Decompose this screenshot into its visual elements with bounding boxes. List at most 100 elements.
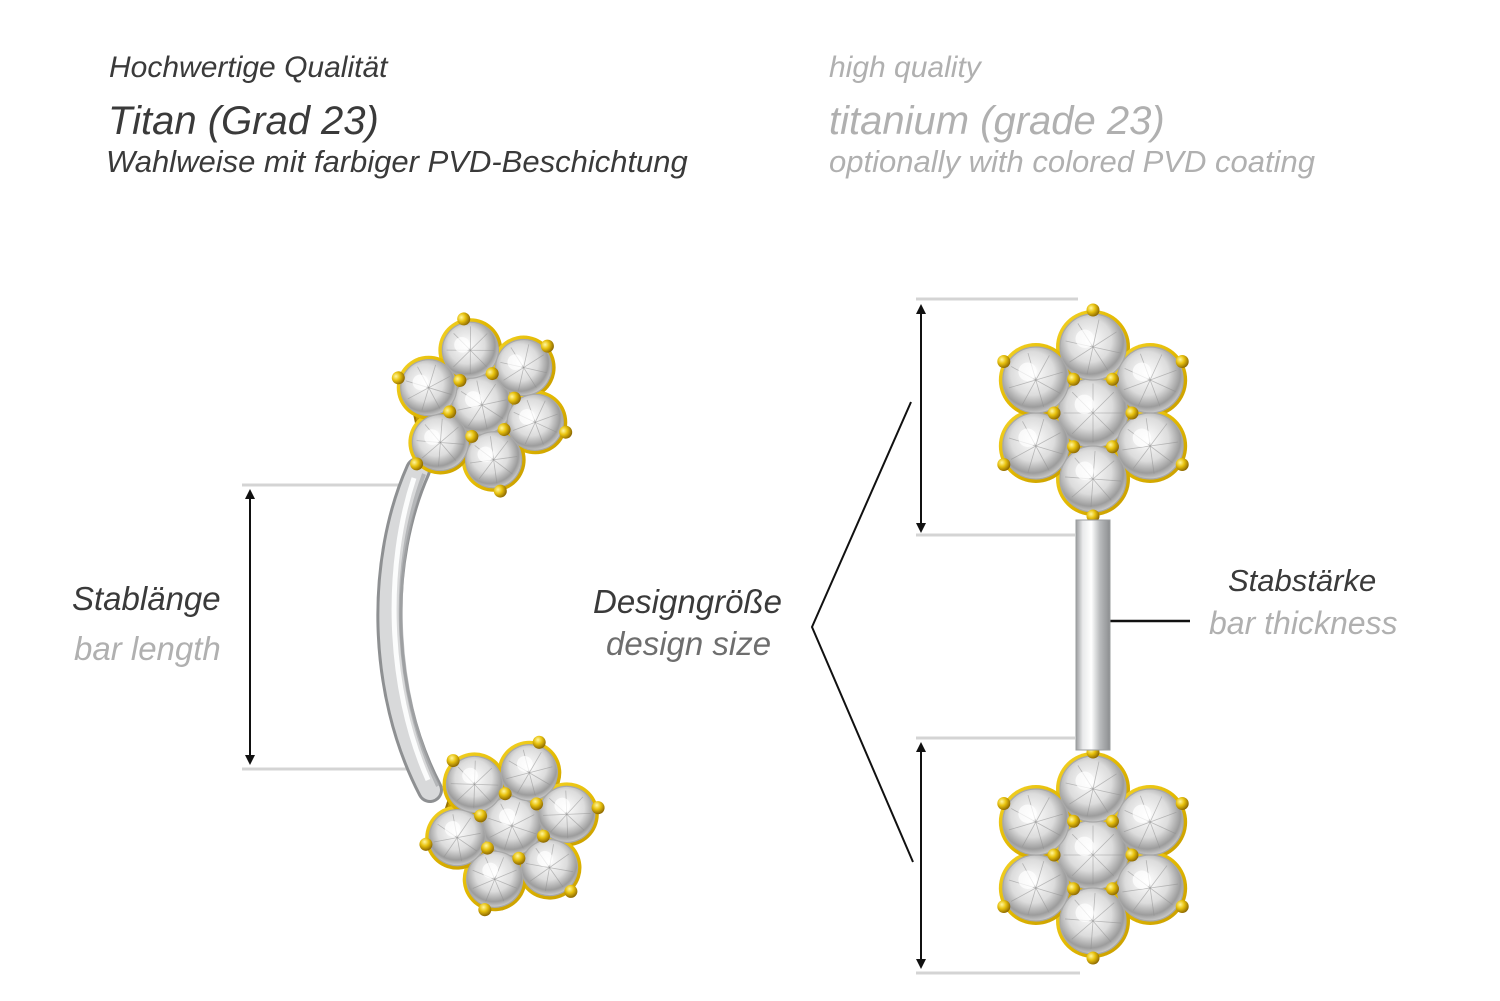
gem-facet: [1071, 920, 1094, 940]
gem-facet: [1035, 371, 1063, 381]
gem-facet: [469, 350, 471, 375]
prong-icon: [1175, 900, 1189, 913]
material-label-de: Titan (Grad 23): [108, 99, 379, 143]
gem-facet: [1138, 379, 1151, 406]
flower-top-right-icon: [997, 303, 1189, 523]
gem-facet: [1086, 788, 1094, 817]
prong-icon: [419, 837, 433, 851]
gem-facet: [439, 418, 443, 443]
gem-highlight: [444, 820, 461, 837]
prong-icon: [493, 484, 507, 498]
gem-highlight: [1018, 362, 1037, 381]
gem-facet: [1150, 883, 1178, 889]
gem-highlight: [1074, 836, 1095, 857]
gem-facet: [450, 783, 475, 785]
gem-facet: [506, 772, 530, 780]
gem-highlight: [516, 756, 533, 772]
prong-icon: [443, 405, 457, 419]
gem-facet: [1092, 412, 1115, 435]
gem-highlight: [1018, 804, 1037, 823]
gem-facet: [481, 404, 488, 430]
design-size-label-de: Designgröße: [593, 583, 782, 620]
gem-facet: [529, 867, 550, 882]
coating-label-en: optionally with colored PVD coating: [829, 144, 1315, 179]
gem-facet: [1035, 887, 1063, 897]
gem-facet: [535, 413, 558, 423]
gem-facet: [1149, 887, 1173, 906]
gem-facet: [1122, 887, 1151, 893]
prong-icon: [1105, 814, 1119, 828]
prong-icon: [457, 312, 471, 326]
gem-highlight: [1132, 804, 1152, 823]
prong-icon: [498, 787, 512, 801]
prong-icon: [997, 355, 1011, 368]
gem-highlight: [1132, 870, 1152, 889]
gem-facet: [511, 814, 535, 827]
coating-label-de: Wahlweise mit farbiger PVD-Beschichtung: [106, 144, 688, 179]
gem-highlight: [554, 797, 571, 814]
gem-facet: [511, 825, 524, 849]
gem-facet: [549, 853, 570, 868]
gem-facet: [1090, 478, 1094, 508]
gem-facet: [1092, 920, 1122, 924]
gem-highlight: [499, 808, 516, 825]
gem-facet: [456, 817, 472, 838]
gem-facet: [493, 459, 513, 475]
gem-facet: [1133, 887, 1151, 911]
gem-facet: [470, 349, 488, 368]
gem-facet: [468, 404, 483, 427]
prong-icon: [536, 829, 550, 843]
gem-facet: [481, 404, 504, 419]
gem-facet: [1092, 788, 1109, 813]
gem-facet: [1092, 346, 1121, 354]
prong-icon: [1105, 882, 1119, 896]
gem-facet: [534, 422, 544, 445]
dimension-arrows: [245, 304, 926, 969]
gem-facet: [1150, 811, 1177, 823]
gem-facet: [1035, 874, 1061, 889]
gem-facet: [481, 399, 507, 406]
gem-facet: [428, 376, 450, 389]
prong-icon: [997, 900, 1011, 913]
bar-thickness-label-de: Stabstärke: [1228, 563, 1377, 598]
gem-facet: [1149, 865, 1168, 889]
gem-highlight: [1018, 870, 1037, 889]
gem-facet: [1149, 445, 1155, 474]
gem-facet: [1035, 821, 1045, 850]
gem-facet: [473, 784, 475, 809]
gem-facet: [550, 814, 568, 833]
gem-facet: [1092, 478, 1122, 482]
gem-highlight: [507, 354, 524, 370]
bar-length-label-en: bar length: [74, 630, 221, 667]
gem-facet: [493, 456, 518, 461]
gem-highlight: [462, 767, 478, 784]
gem-facet: [1092, 833, 1115, 856]
gem-facet: [1011, 445, 1037, 460]
quality-label-en: high quality: [829, 51, 981, 84]
gem-facet: [1149, 796, 1163, 823]
gem-facet: [494, 879, 505, 902]
gem-facet: [1035, 445, 1050, 471]
gem-facet: [1035, 379, 1045, 408]
gem-facet: [1008, 821, 1036, 831]
gem-facet: [456, 837, 478, 852]
prong-icon: [540, 339, 554, 353]
gem-facet: [1035, 418, 1045, 447]
prong-icon: [1067, 372, 1081, 386]
gem-facet: [1150, 441, 1178, 447]
gem-facet: [528, 751, 542, 773]
gem-facet: [512, 421, 536, 431]
prong-icon: [1047, 406, 1061, 420]
gem-highlight: [412, 374, 429, 391]
gem-facet: [1035, 379, 1061, 394]
gem-facet: [529, 766, 553, 774]
gem-facet: [549, 867, 564, 888]
prong-icon: [997, 458, 1011, 471]
gem-facet: [433, 837, 458, 843]
bar-thickness-label-en: bar thickness: [1209, 605, 1398, 641]
gem-facet: [440, 442, 465, 445]
gem-facet: [1027, 445, 1037, 474]
gem-facet: [456, 837, 462, 862]
gem-facet: [485, 879, 496, 902]
